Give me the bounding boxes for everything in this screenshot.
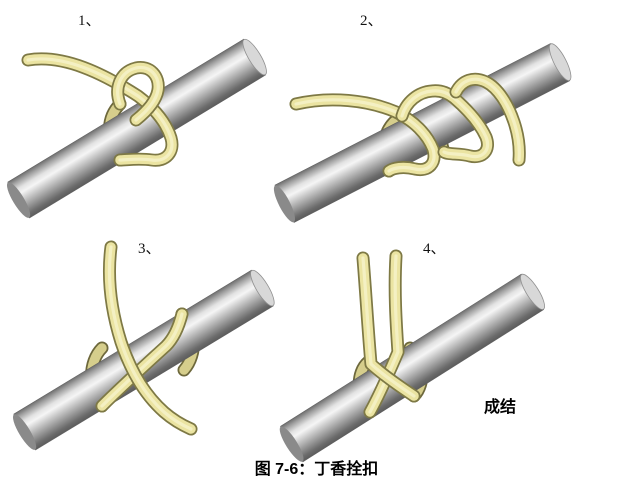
pole-end-face (242, 38, 267, 76)
figure-caption: 图 7-6：丁香拴扣 (254, 461, 379, 478)
knot-complete-label: 成结 (484, 399, 517, 416)
pole (279, 273, 545, 463)
step2-illustration (273, 43, 572, 223)
pole-end-face (520, 273, 545, 310)
step1-label: 1、 (78, 13, 101, 29)
pole-end-face (12, 414, 37, 450)
pole-end-face (250, 269, 275, 307)
pole-end-face (548, 43, 572, 81)
step4-illustration (279, 256, 545, 463)
step1-illustration (6, 38, 267, 219)
pole-end-face (273, 185, 296, 223)
pole-end-face (6, 182, 31, 218)
step3-label: 3、 (138, 241, 161, 257)
step4-label: 4、 (423, 241, 446, 257)
step2-label: 2、 (360, 13, 383, 29)
pole-end-face (279, 426, 304, 462)
step3-illustration (12, 247, 275, 451)
pole (6, 38, 267, 219)
